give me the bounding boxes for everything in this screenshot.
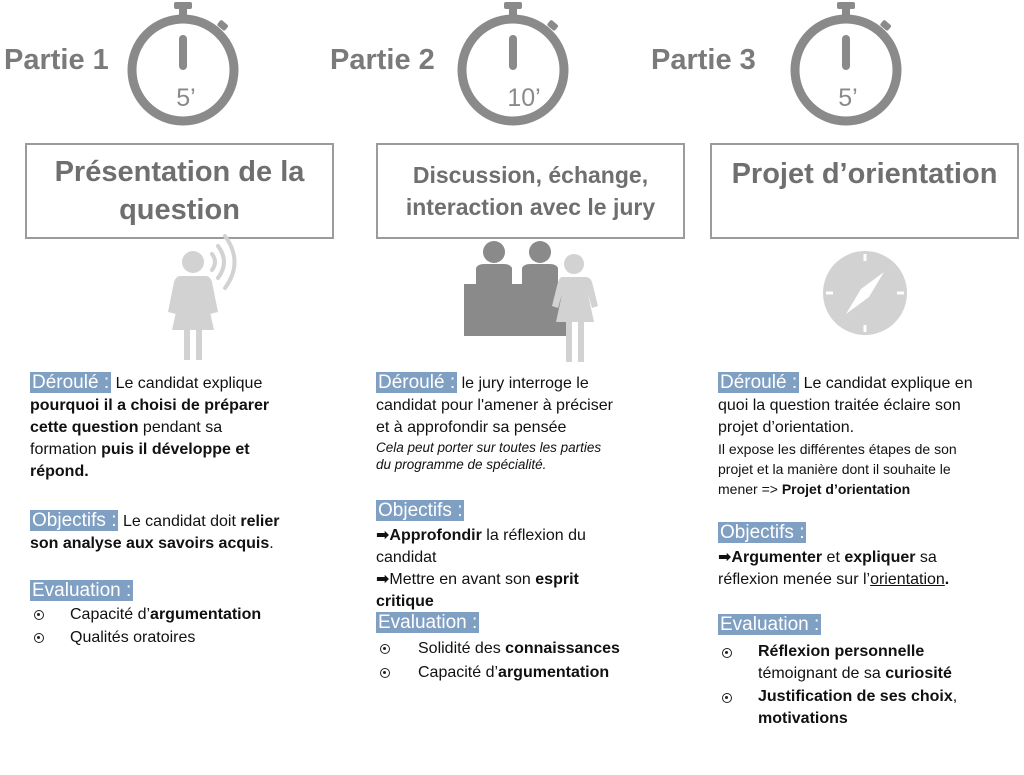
evaluation-heading: Evaluation : [718,614,822,635]
timer-value: 5’ [176,84,196,112]
text: son analyse aux savoirs acquis [30,535,270,552]
text: candidat pour l'amener à préciser [376,397,613,414]
text: orientation [870,571,945,588]
bullet-icon [34,610,44,620]
text: connaissances [505,640,620,657]
part-1-objectifs: Objectifs : Le candidat doit relier son … [30,510,330,555]
bullet-icon [34,633,44,643]
text: pendant sa [138,419,223,436]
text: Le candidat doit [122,513,241,530]
text: projet et la manière dont il souhaite le [718,461,951,477]
timer-value: 5’ [838,84,858,112]
deroule-heading: Déroulé : [376,372,458,393]
text: répond. [30,463,89,480]
text: . [269,535,274,552]
bullet-icon [722,693,732,703]
bullet-icon [380,668,390,678]
text: sa [915,549,937,566]
part-3-title: Projet d’orientation [710,143,1019,239]
part-3-label: Partie 3 [651,44,756,76]
text: Approfondir [389,527,482,544]
text: pourquoi il a choisi de préparer [30,397,270,414]
part-2-deroule: Déroulé : le jury interroge le candidat … [376,372,696,473]
text: candidat [376,549,437,566]
part-2-title: Discussion, échange, interaction avec le… [376,143,685,239]
text: Justification de ses choix [758,688,953,705]
text: Le candidat explique [115,375,263,392]
text: projet d’orientation. [718,419,855,436]
part-1-evaluation: Evaluation : Capacité d’argumentation Qu… [30,580,330,660]
part-2-evaluation: Evaluation : Solidité des connaissances … [376,612,696,692]
timer-value: 10’ [507,84,541,112]
stopwatch-icon [457,2,569,126]
part-1-deroule: Déroulé : Le candidat explique pourquoi … [30,372,330,483]
bullet-icon [380,644,390,654]
note-text: Cela peut porter sur toutes les parties [376,440,602,455]
text: Capacité d’ [418,664,499,681]
text: Qualités oratoires [70,629,196,646]
deroule-heading: Déroulé : [718,372,800,393]
stopwatch-icon [127,2,239,126]
evaluation-heading: Evaluation : [376,612,480,633]
text: motivations [758,710,848,727]
speaking-person-icon [168,234,237,360]
stopwatch-icon [790,2,902,126]
text: Il expose les différentes étapes de son [718,441,957,457]
text: Mettre en avant son [389,571,536,588]
jury-icon [464,241,598,362]
text: quoi la question traitée éclaire son [718,397,961,414]
text: , [952,688,958,705]
text: Projet d’orientation [781,481,911,497]
note-text: du programme de spécialité. [376,457,547,472]
arrow-icon: ➡ [718,549,732,566]
bullet-icon [722,648,732,658]
part-2-label: Partie 2 [330,44,435,76]
text: formation [30,441,102,458]
text: Capacité d’ [70,606,151,623]
objectifs-heading: Objectifs : [30,510,119,531]
arrow-icon: ➡ [376,527,390,544]
evaluation-heading: Evaluation : [30,580,134,601]
text: curiosité [885,665,952,682]
arrow-icon: ➡ [376,571,390,588]
part-2-title-line: Discussion, échange, [412,162,649,188]
text: esprit [535,571,579,588]
objectifs-heading: Objectifs : [718,522,807,543]
deroule-heading: Déroulé : [30,372,112,393]
text: argumentation [150,606,262,623]
text: réflexion menée sur l’ [718,571,871,588]
text: cette question [30,419,139,436]
text: Le candidat explique en [803,375,973,392]
part-3-evaluation: Evaluation : Réflexion personnelle témoi… [718,614,1024,734]
compass-icon [823,251,907,335]
text: expliquer [844,549,916,566]
text: et à approfondir sa pensée [376,419,567,436]
text: . [944,571,950,588]
text: critique [376,593,434,610]
part-1-label: Partie 1 [4,44,109,76]
part-3-objectifs: Objectifs : ➡Argumenter et expliquer sa … [718,520,1024,591]
text: témoignant de sa [758,665,886,682]
part-1-title: Présentation de la question [25,143,334,239]
text: puis il développe et [101,441,250,458]
text: le jury interroge le [461,375,589,392]
text: argumentation [498,664,610,681]
text: Réflexion personnelle [758,643,925,660]
part-2-title-line: interaction avec le jury [405,194,656,220]
text: mener => [718,481,782,497]
part-2-objectifs: Objectifs : ➡Approfondir la réflexion du… [376,498,696,613]
text: et [822,549,845,566]
text: la réflexion du [481,527,586,544]
part-3-deroule: Déroulé : Le candidat explique en quoi l… [718,372,1024,499]
text: relier [240,513,280,530]
text: Argumenter [731,549,823,566]
text: Solidité des [418,640,506,657]
objectifs-heading: Objectifs : [376,500,465,521]
